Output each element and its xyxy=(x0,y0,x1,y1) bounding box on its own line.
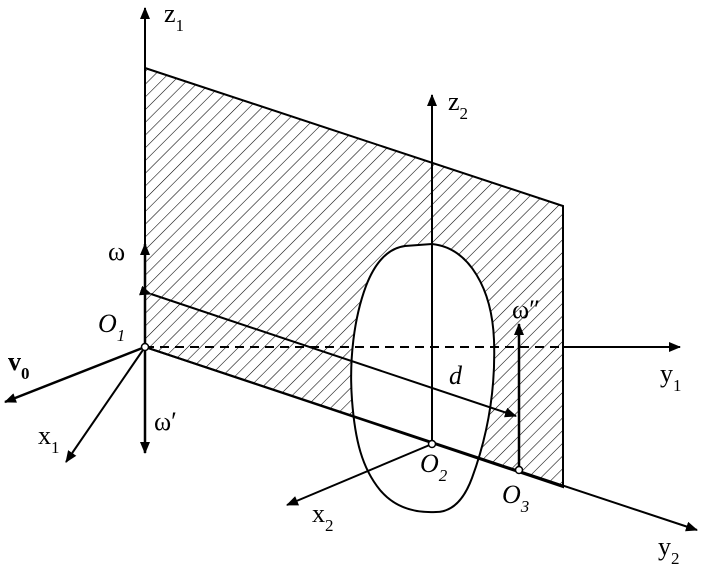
O2-label: O2 xyxy=(420,449,448,485)
O1-label: O1 xyxy=(98,309,125,345)
distance-d-label: d xyxy=(449,361,463,390)
omega-label: ω xyxy=(108,237,125,266)
omega-prime-label: ω′ xyxy=(154,407,177,436)
y2-label: y2 xyxy=(658,532,680,568)
origin-O1-point xyxy=(140,342,150,352)
x1-label: x1 xyxy=(38,421,60,457)
v0-vector xyxy=(4,345,146,404)
x2-axis xyxy=(286,443,433,506)
origin-O3-point xyxy=(514,465,524,475)
distance-d-arrow xyxy=(138,285,517,418)
origin-O2-point xyxy=(427,439,437,449)
hatched-plane xyxy=(145,68,563,487)
omega-double-prime-label: ω″ xyxy=(512,295,540,324)
x2-label: x2 xyxy=(312,499,334,535)
z2-label: z2 xyxy=(448,87,468,123)
v0-label: v0 xyxy=(8,347,30,383)
z1-label: z1 xyxy=(164,0,184,35)
O3-label: O3 xyxy=(502,480,529,516)
y1-label: y1 xyxy=(660,359,682,395)
x1-axis xyxy=(65,346,146,463)
